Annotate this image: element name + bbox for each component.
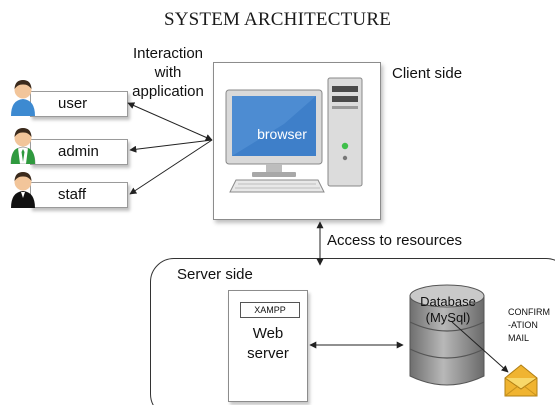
database-label: Database (MySql) [412, 294, 484, 326]
database-line-2: (MySql) [425, 310, 471, 325]
diagram-title: SYSTEM ARCHITECTURE [163, 9, 392, 30]
interaction-label: Interaction with application [128, 44, 208, 101]
web-server-line-2: server [247, 345, 289, 362]
user-person-icon [11, 80, 35, 116]
confirm-line-1: CONFIRM [508, 307, 550, 317]
browser-label: browser [257, 126, 307, 142]
xampp-label: XAMPP [240, 302, 300, 318]
staff-role-label: staff [58, 186, 87, 203]
web-server-label: Web server [228, 324, 308, 364]
desktop-computer-icon [225, 77, 363, 193]
access-to-resources-label: Access to resources [327, 232, 463, 249]
interaction-line-1: Interaction [132, 45, 204, 62]
admin-person-icon [10, 128, 36, 164]
server-side-label: Server side [177, 266, 253, 283]
user-role-box [30, 91, 128, 117]
staff-person-icon [11, 172, 35, 208]
mail-envelope-icon [504, 364, 538, 397]
staff-role-box [30, 182, 128, 208]
database-line-1: Database [420, 294, 476, 309]
client-side-label: Client side [392, 65, 463, 82]
web-server-line-1: Web [252, 325, 284, 342]
admin-role-box [30, 139, 128, 165]
confirm-line-3: MAIL [508, 333, 530, 343]
interaction-line-2: with [154, 64, 182, 81]
user-role-label: user [58, 95, 88, 112]
interaction-line-3: application [132, 83, 204, 100]
confirm-line-2: -ATION [508, 320, 538, 330]
admin-role-label: admin [58, 143, 99, 160]
confirmation-mail-label: CONFIRM -ATION MAIL [508, 306, 555, 345]
